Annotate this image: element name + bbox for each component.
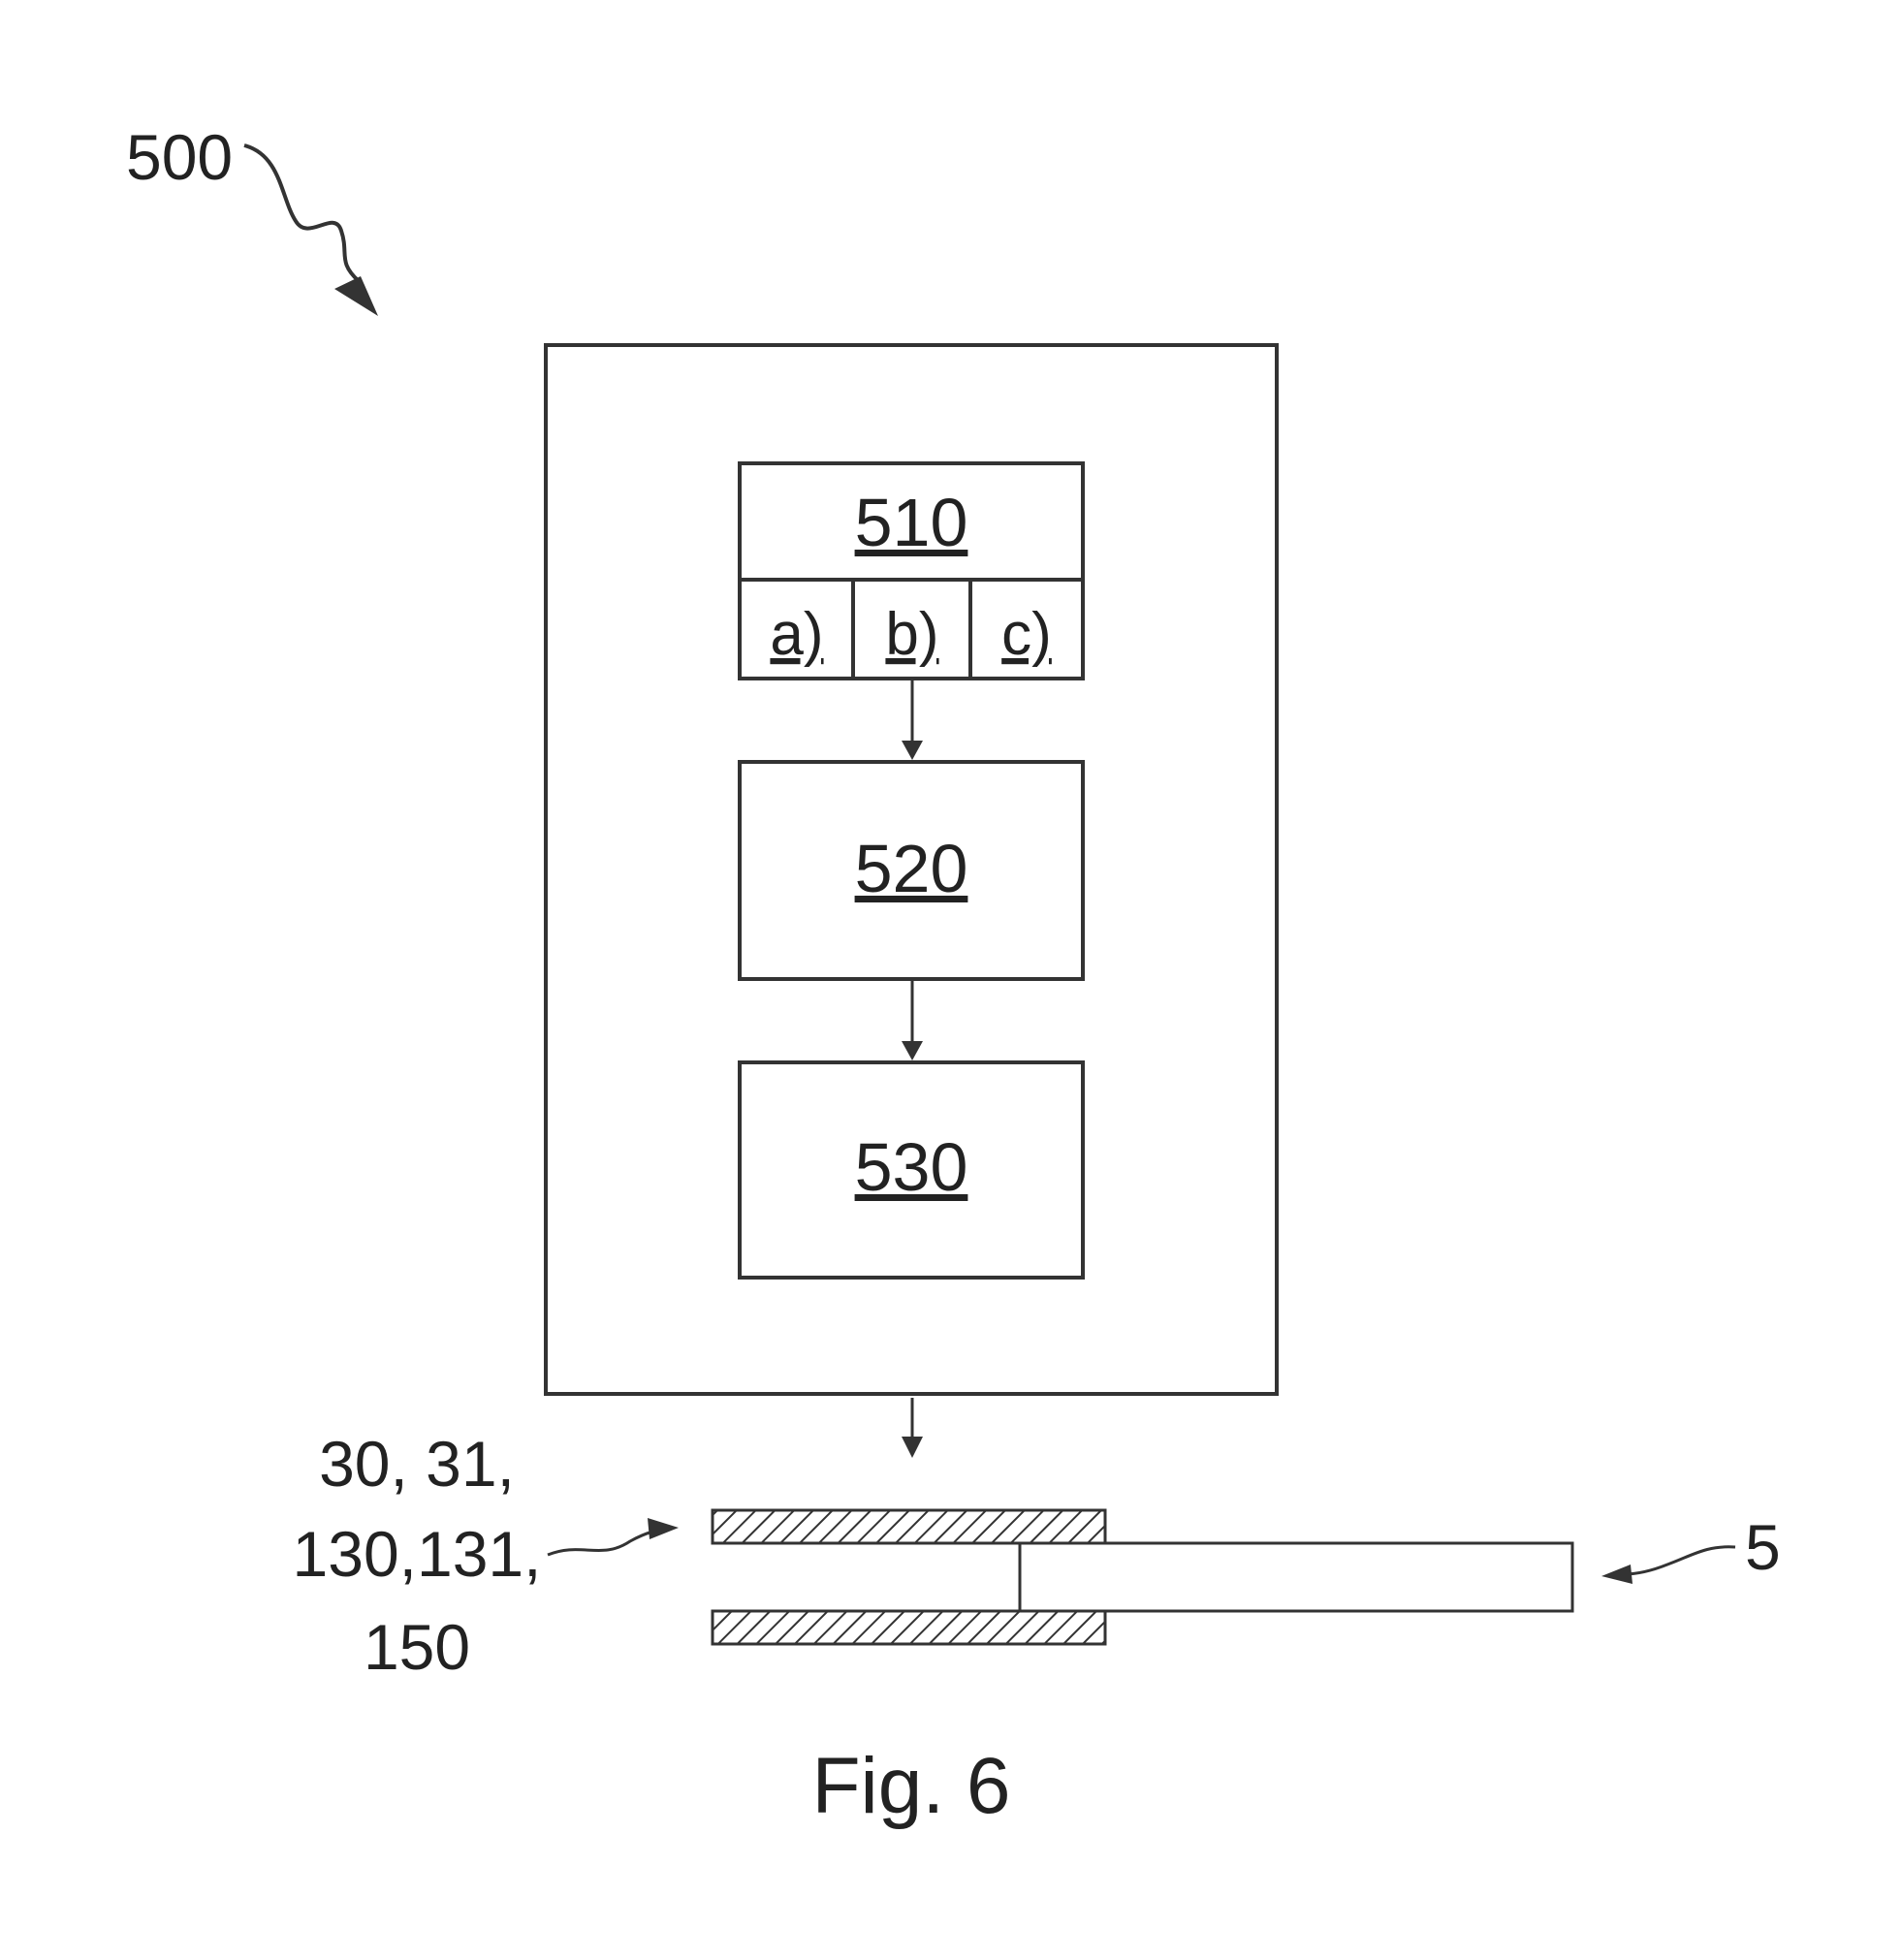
option-b-label: b)	[885, 601, 938, 668]
figure-caption: Fig. 6	[811, 1742, 1010, 1830]
step-510-label: 510	[855, 485, 968, 560]
component-label-line-3: 150	[364, 1611, 470, 1683]
right-leader-line	[1623, 1545, 1736, 1576]
left-leader-arrowhead	[648, 1518, 679, 1539]
component-assembly	[711, 1508, 1574, 1646]
strip-reference-label: 5	[1745, 1511, 1781, 1583]
arrowhead-process-to-component	[902, 1437, 923, 1458]
option-a-label: a)	[770, 601, 823, 668]
component-label-line-2: 130,131,	[293, 1518, 542, 1590]
arrowhead-520-to-530	[902, 1041, 923, 1060]
component-label-line-1: 30, 31,	[319, 1428, 515, 1500]
step-520-label: 520	[855, 831, 968, 906]
right-leader-arrowhead	[1601, 1565, 1633, 1584]
step-530-box: 530	[738, 1060, 1085, 1280]
step-530-label: 530	[855, 1129, 968, 1205]
strip-element	[1018, 1541, 1574, 1613]
step-520-box: 520	[738, 760, 1085, 981]
figure-reference-label: 500	[126, 121, 233, 193]
bottom-hatched-layer	[711, 1609, 1107, 1646]
arrowhead-510-to-520	[902, 741, 923, 760]
leader-arrowhead	[334, 276, 378, 316]
squiggle-leader-line	[243, 143, 361, 283]
outer-process-box	[544, 343, 1279, 1396]
top-hatched-layer	[711, 1508, 1107, 1545]
option-c-label: c)	[1001, 601, 1052, 668]
step-510-box: 510 a) b) c)	[738, 461, 1085, 680]
